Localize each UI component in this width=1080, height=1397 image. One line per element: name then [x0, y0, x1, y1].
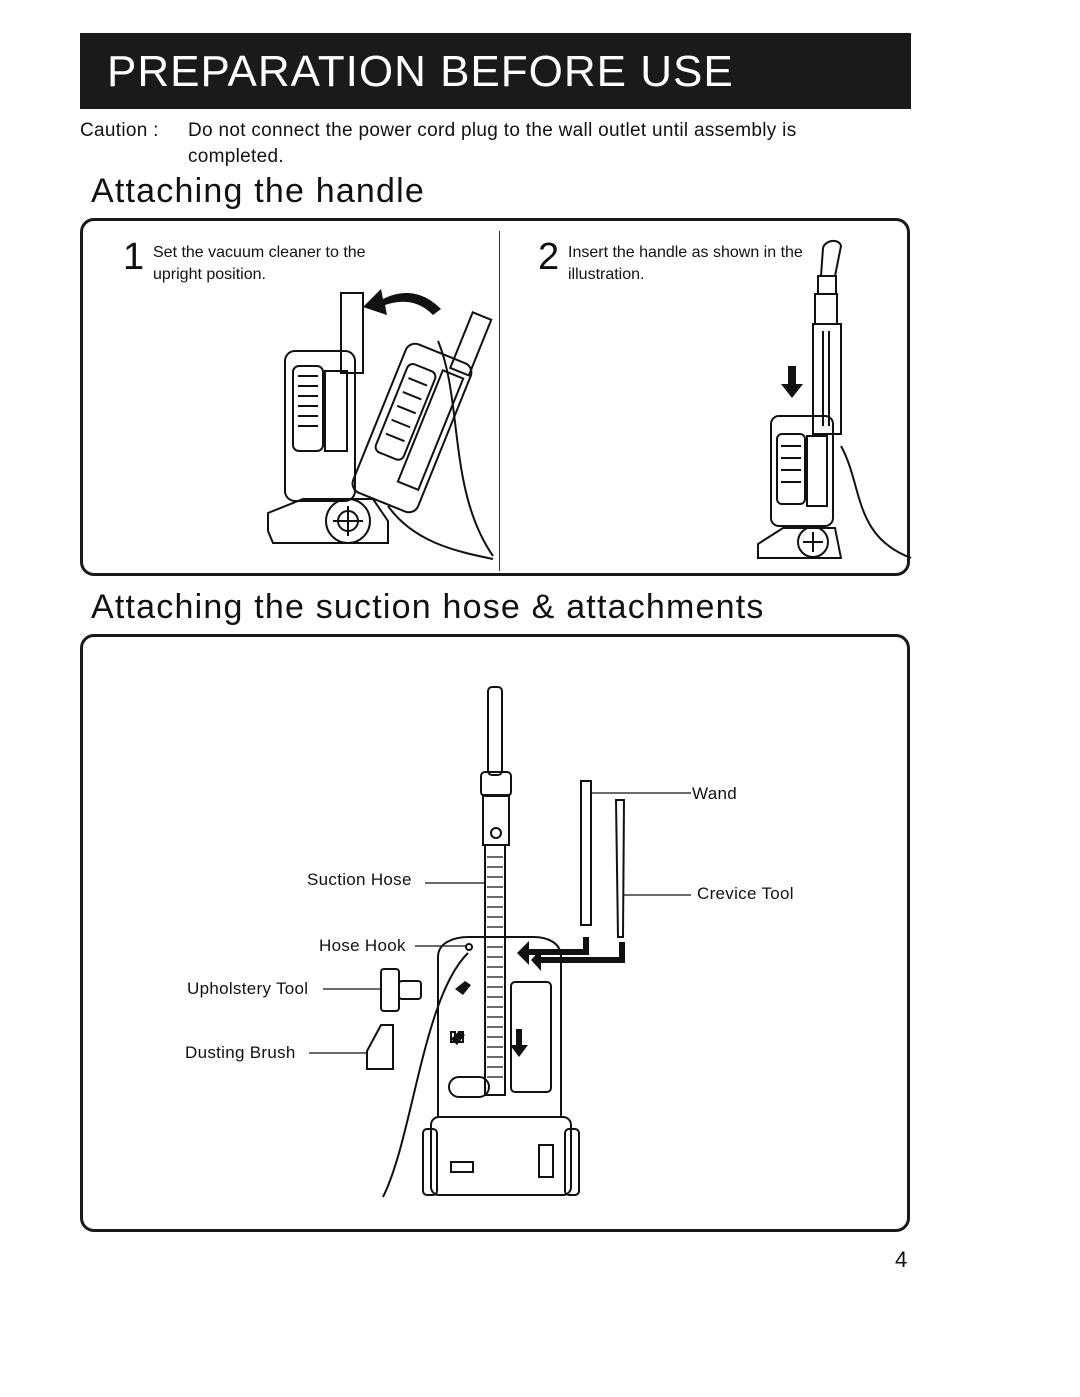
- vacuum-tilting-illustration: [267, 289, 494, 560]
- label-hose-hook: Hose Hook: [319, 936, 406, 955]
- label-suction-hose: Suction Hose: [307, 870, 412, 889]
- label-upholstery-tool: Upholstery Tool: [187, 979, 309, 998]
- page-title: PREPARATION BEFORE USE: [107, 47, 734, 96]
- label-crevice-tool: Crevice Tool: [697, 884, 794, 903]
- handle-insert-illustration: [757, 240, 912, 559]
- step-1-text: Set the vacuum cleaner to the upright po…: [153, 244, 366, 283]
- caution-text: Do not connect the power cord plug to th…: [188, 120, 797, 167]
- hose-attachments-illustration: [309, 686, 691, 1198]
- hose-attachments-box: Wand Crevice Tool Suction Hose Hose Hook…: [80, 634, 910, 1232]
- header-banner: PREPARATION BEFORE USE: [80, 33, 911, 109]
- step-1-number: 1: [123, 236, 145, 278]
- section-title-attaching-hose: Attaching the suction hose & attachments: [91, 588, 765, 626]
- step-2-text: Insert the handle as shown in the illust…: [568, 244, 803, 283]
- caution-label: Caution :: [80, 120, 159, 141]
- section-title-attaching-handle: Attaching the handle: [91, 172, 426, 210]
- label-wand: Wand: [692, 784, 737, 803]
- step-divider: [499, 231, 500, 571]
- page-number: 4: [895, 1247, 908, 1272]
- handle-instructions-box: 1 Set the vacuum cleaner to the upright …: [80, 218, 912, 576]
- label-dusting-brush: Dusting Brush: [185, 1043, 296, 1062]
- step-2-number: 2: [538, 236, 560, 278]
